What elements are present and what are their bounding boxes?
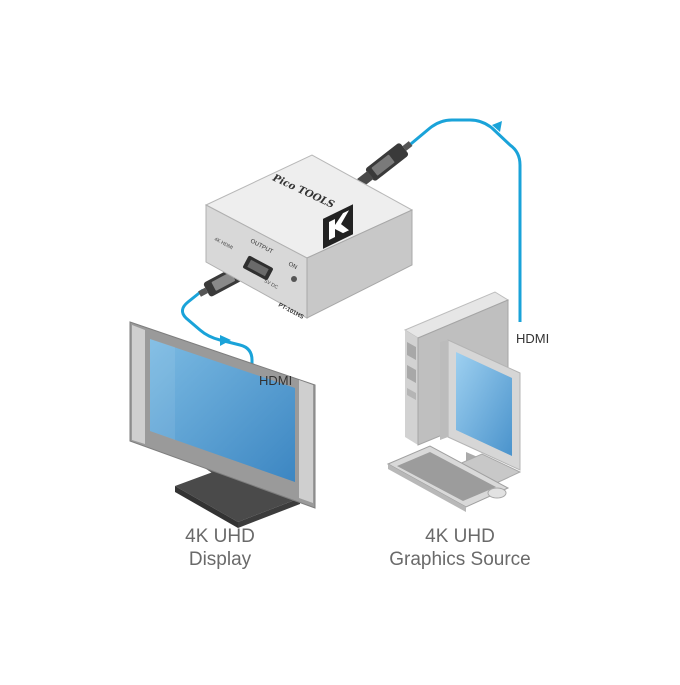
source-link-label: HDMI (516, 331, 550, 346)
arrow-icon (492, 121, 502, 132)
hdmi-cable-source (405, 118, 522, 322)
on-label: ON (287, 261, 298, 271)
power-led-icon (291, 276, 297, 282)
keyboard-keys-icon (397, 452, 496, 501)
hdmi-cable-display (181, 288, 254, 378)
source-caption-line2: Graphics Source (389, 549, 531, 570)
display-caption-line2: Display (188, 549, 252, 570)
uhd-display (129, 321, 316, 528)
mouse-icon (487, 487, 507, 499)
display-screen (150, 339, 295, 482)
display-link-label: HDMI (259, 373, 293, 388)
display-caption: 4K UHD Display (150, 525, 290, 571)
graphics-source-computer (386, 291, 522, 512)
kramer-logo-icon (323, 204, 353, 249)
computer-screen (456, 352, 512, 456)
arrow-icon (220, 335, 231, 346)
source-caption: 4K UHD Graphics Source (375, 525, 545, 571)
display-caption-line1: 4K UHD (185, 526, 255, 547)
source-caption-line1: 4K UHD (425, 526, 495, 547)
hdmi-plug-icon (357, 141, 413, 187)
extender-device (204, 154, 414, 319)
